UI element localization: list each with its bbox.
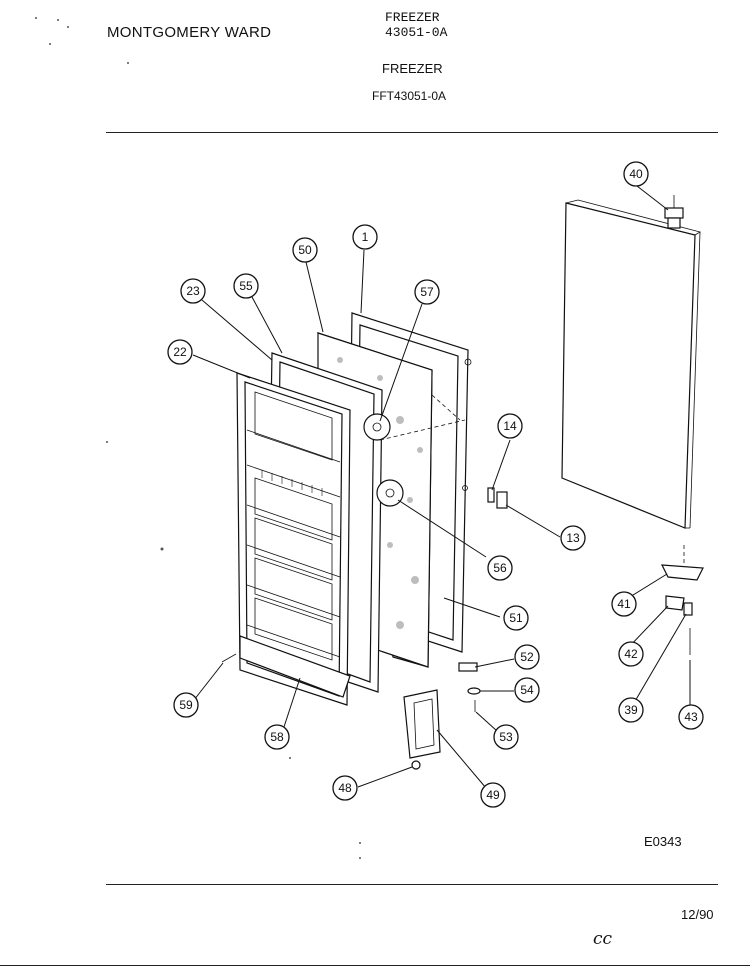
callout-54: 54	[514, 677, 540, 703]
leader-lines	[192, 185, 691, 789]
svg-text:41: 41	[617, 597, 631, 611]
svg-text:48: 48	[338, 781, 352, 795]
detail-circle-56	[376, 479, 404, 507]
callout-42: 42	[618, 641, 644, 667]
model-number: FFT43051-0A	[372, 89, 447, 103]
svg-text:13: 13	[566, 531, 580, 545]
svg-text:40: 40	[629, 167, 643, 181]
callout-22: 22	[167, 339, 193, 365]
callout-48: 48	[332, 775, 358, 801]
callout-51: 51	[503, 605, 529, 631]
callout-56: 56	[487, 555, 513, 581]
brand-name: MONTGOMERY WARD	[107, 24, 272, 41]
callout-53: 53	[493, 724, 519, 750]
svg-text:39: 39	[624, 703, 638, 717]
svg-text:53: 53	[499, 730, 513, 744]
svg-text:54: 54	[520, 683, 534, 697]
footer-divider	[106, 884, 718, 885]
svg-text:23: 23	[186, 284, 200, 298]
callout-43: 43	[678, 704, 704, 730]
callout-57: 57	[414, 279, 440, 305]
svg-text:58: 58	[270, 730, 284, 744]
svg-text:56: 56	[493, 561, 507, 575]
callout-23: 23	[180, 278, 206, 304]
callout-13: 13	[560, 525, 586, 551]
svg-text:57: 57	[420, 285, 434, 299]
callout-58: 58	[264, 724, 290, 750]
svg-text:52: 52	[520, 650, 534, 664]
svg-text:1: 1	[362, 230, 369, 244]
hinge-assembly	[660, 545, 704, 655]
outer-door-panel	[561, 199, 702, 529]
callout-14: 14	[497, 413, 523, 439]
callout-39: 39	[618, 697, 644, 723]
svg-text:42: 42	[624, 647, 638, 661]
scan-specks	[35, 17, 361, 859]
door-hardware	[458, 662, 481, 712]
svg-text:22: 22	[173, 345, 187, 359]
callout-59: 59	[173, 692, 199, 718]
header-divider	[106, 132, 718, 133]
callout-55: 55	[233, 273, 259, 299]
callout-49: 49	[480, 782, 506, 808]
callout-40: 40	[623, 161, 649, 187]
svg-text:51: 51	[509, 611, 523, 625]
section-header: FREEZER 43051-0A	[385, 10, 447, 40]
svg-text:50: 50	[298, 243, 312, 257]
callout-1: 1	[352, 224, 378, 250]
svg-text:55: 55	[239, 279, 253, 293]
door-stop-parts	[487, 487, 508, 509]
page-title: FREEZER	[382, 61, 443, 76]
kick-plate	[403, 689, 441, 770]
svg-text:59: 59	[179, 698, 193, 712]
inner-door-panel	[236, 372, 351, 706]
page-bottom-edge	[0, 965, 750, 966]
svg-text:14: 14	[503, 419, 517, 433]
callout-41: 41	[611, 591, 637, 617]
hinge-pin-top	[664, 195, 684, 229]
callout-52: 52	[514, 644, 540, 670]
svg-text:43: 43	[684, 710, 698, 724]
section-label: FREEZER	[385, 10, 440, 25]
handwritten-initials: cc	[593, 929, 613, 949]
bottom-trim	[239, 635, 351, 698]
detail-circle-57	[363, 413, 391, 441]
figure-code: E0343	[644, 834, 682, 849]
screw-59	[221, 653, 237, 663]
revision-date: 12/90	[681, 907, 714, 922]
section-code: 43051-0A	[385, 25, 448, 40]
callout-50: 50	[292, 237, 318, 263]
svg-text:49: 49	[486, 788, 500, 802]
